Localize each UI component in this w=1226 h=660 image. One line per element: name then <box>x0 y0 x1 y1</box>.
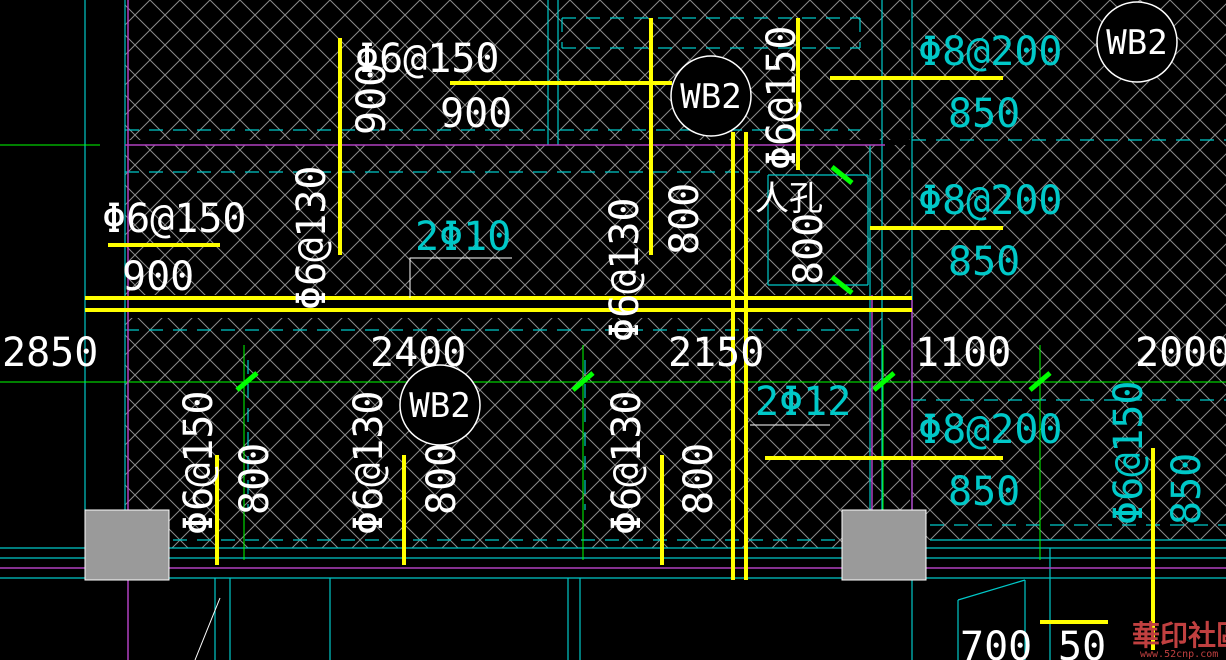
label-beam-2d10: 2Φ10 <box>415 214 511 260</box>
column-left <box>84 509 170 581</box>
label-len-top-right-1: 850 <box>948 91 1020 137</box>
label-manhole: 人孔 <box>755 179 823 219</box>
label-wb2-corner: WB2 <box>1106 23 1167 63</box>
label-len-bot-2: 800 <box>419 443 465 515</box>
label-rebar-top-right-1: Φ8@200 <box>918 29 1063 75</box>
label-len-top-a: 900 <box>440 91 512 137</box>
label-wb2-bottom: WB2 <box>409 386 470 426</box>
slab-hatch-right <box>912 0 1226 540</box>
label-rebar-v-mid: Φ6@130 <box>602 198 648 343</box>
label-rebar-bot-far: Φ6@150 <box>1106 381 1152 526</box>
label-rebar-top-right-2: Φ8@200 <box>918 178 1063 224</box>
label-span-5: 2000 <box>1135 330 1226 376</box>
slab-hatch-group <box>125 0 1226 548</box>
label-rebar-left: Φ6@150 <box>102 196 247 242</box>
columns <box>84 509 927 581</box>
dashed-beams <box>125 17 1226 541</box>
label-len-bot-1: 800 <box>232 443 278 515</box>
label-rebar-v-left: Φ6@130 <box>289 166 335 311</box>
slab-hatch-mid <box>125 145 910 295</box>
label-wb2-top: WB2 <box>680 77 741 117</box>
label-partial-50: 50 <box>1058 624 1106 660</box>
label-partial-700: 700 <box>960 624 1032 660</box>
rebar-lines <box>85 18 1155 650</box>
label-span-1: 2850 <box>2 330 98 376</box>
label-span-2: 2400 <box>370 330 466 376</box>
slab-hatch-top <box>125 0 910 140</box>
leaders <box>194 257 830 660</box>
label-rebar-bot-right: Φ8@200 <box>918 407 1063 453</box>
axis-ticks <box>235 165 1052 392</box>
label-rebar-v-top: Φ6@150 <box>759 26 805 171</box>
label-rebar-v-a: 900 <box>349 63 395 135</box>
label-rebar-bot-3: Φ6@130 <box>604 391 650 536</box>
label-manhole-len: 800 <box>786 213 832 285</box>
label-beam-2d12: 2Φ12 <box>755 379 851 425</box>
label-span-3: 2150 <box>668 330 764 376</box>
watermark-url: www.52cnp.com <box>1140 649 1218 660</box>
column-right <box>841 509 927 581</box>
wb2-marker-corner <box>1096 1 1178 83</box>
label-rebar-bot-2: Φ6@130 <box>346 391 392 536</box>
label-span-4: 1100 <box>915 330 1011 376</box>
label-len-v-mid: 800 <box>662 183 708 255</box>
label-len-bot-right: 850 <box>948 469 1020 515</box>
label-rebar-top-a: Φ6@150 <box>355 36 500 82</box>
label-len-bot-far: 850 <box>1164 453 1210 525</box>
wb2-marker-top <box>670 55 752 137</box>
wb2-marker-bottom <box>399 364 481 446</box>
watermark-text: 華印社區 <box>1132 619 1226 652</box>
watermark: 華印社區 www.52cnp.com <box>1132 619 1226 660</box>
label-len-bot-3: 800 <box>676 443 722 515</box>
wb2-markers <box>399 1 1178 446</box>
label-len-top-right-2: 850 <box>948 239 1020 285</box>
label-len-left: 900 <box>122 254 194 300</box>
slab-hatch-bottom <box>125 318 910 548</box>
label-rebar-bot-1: Φ6@150 <box>176 391 222 536</box>
